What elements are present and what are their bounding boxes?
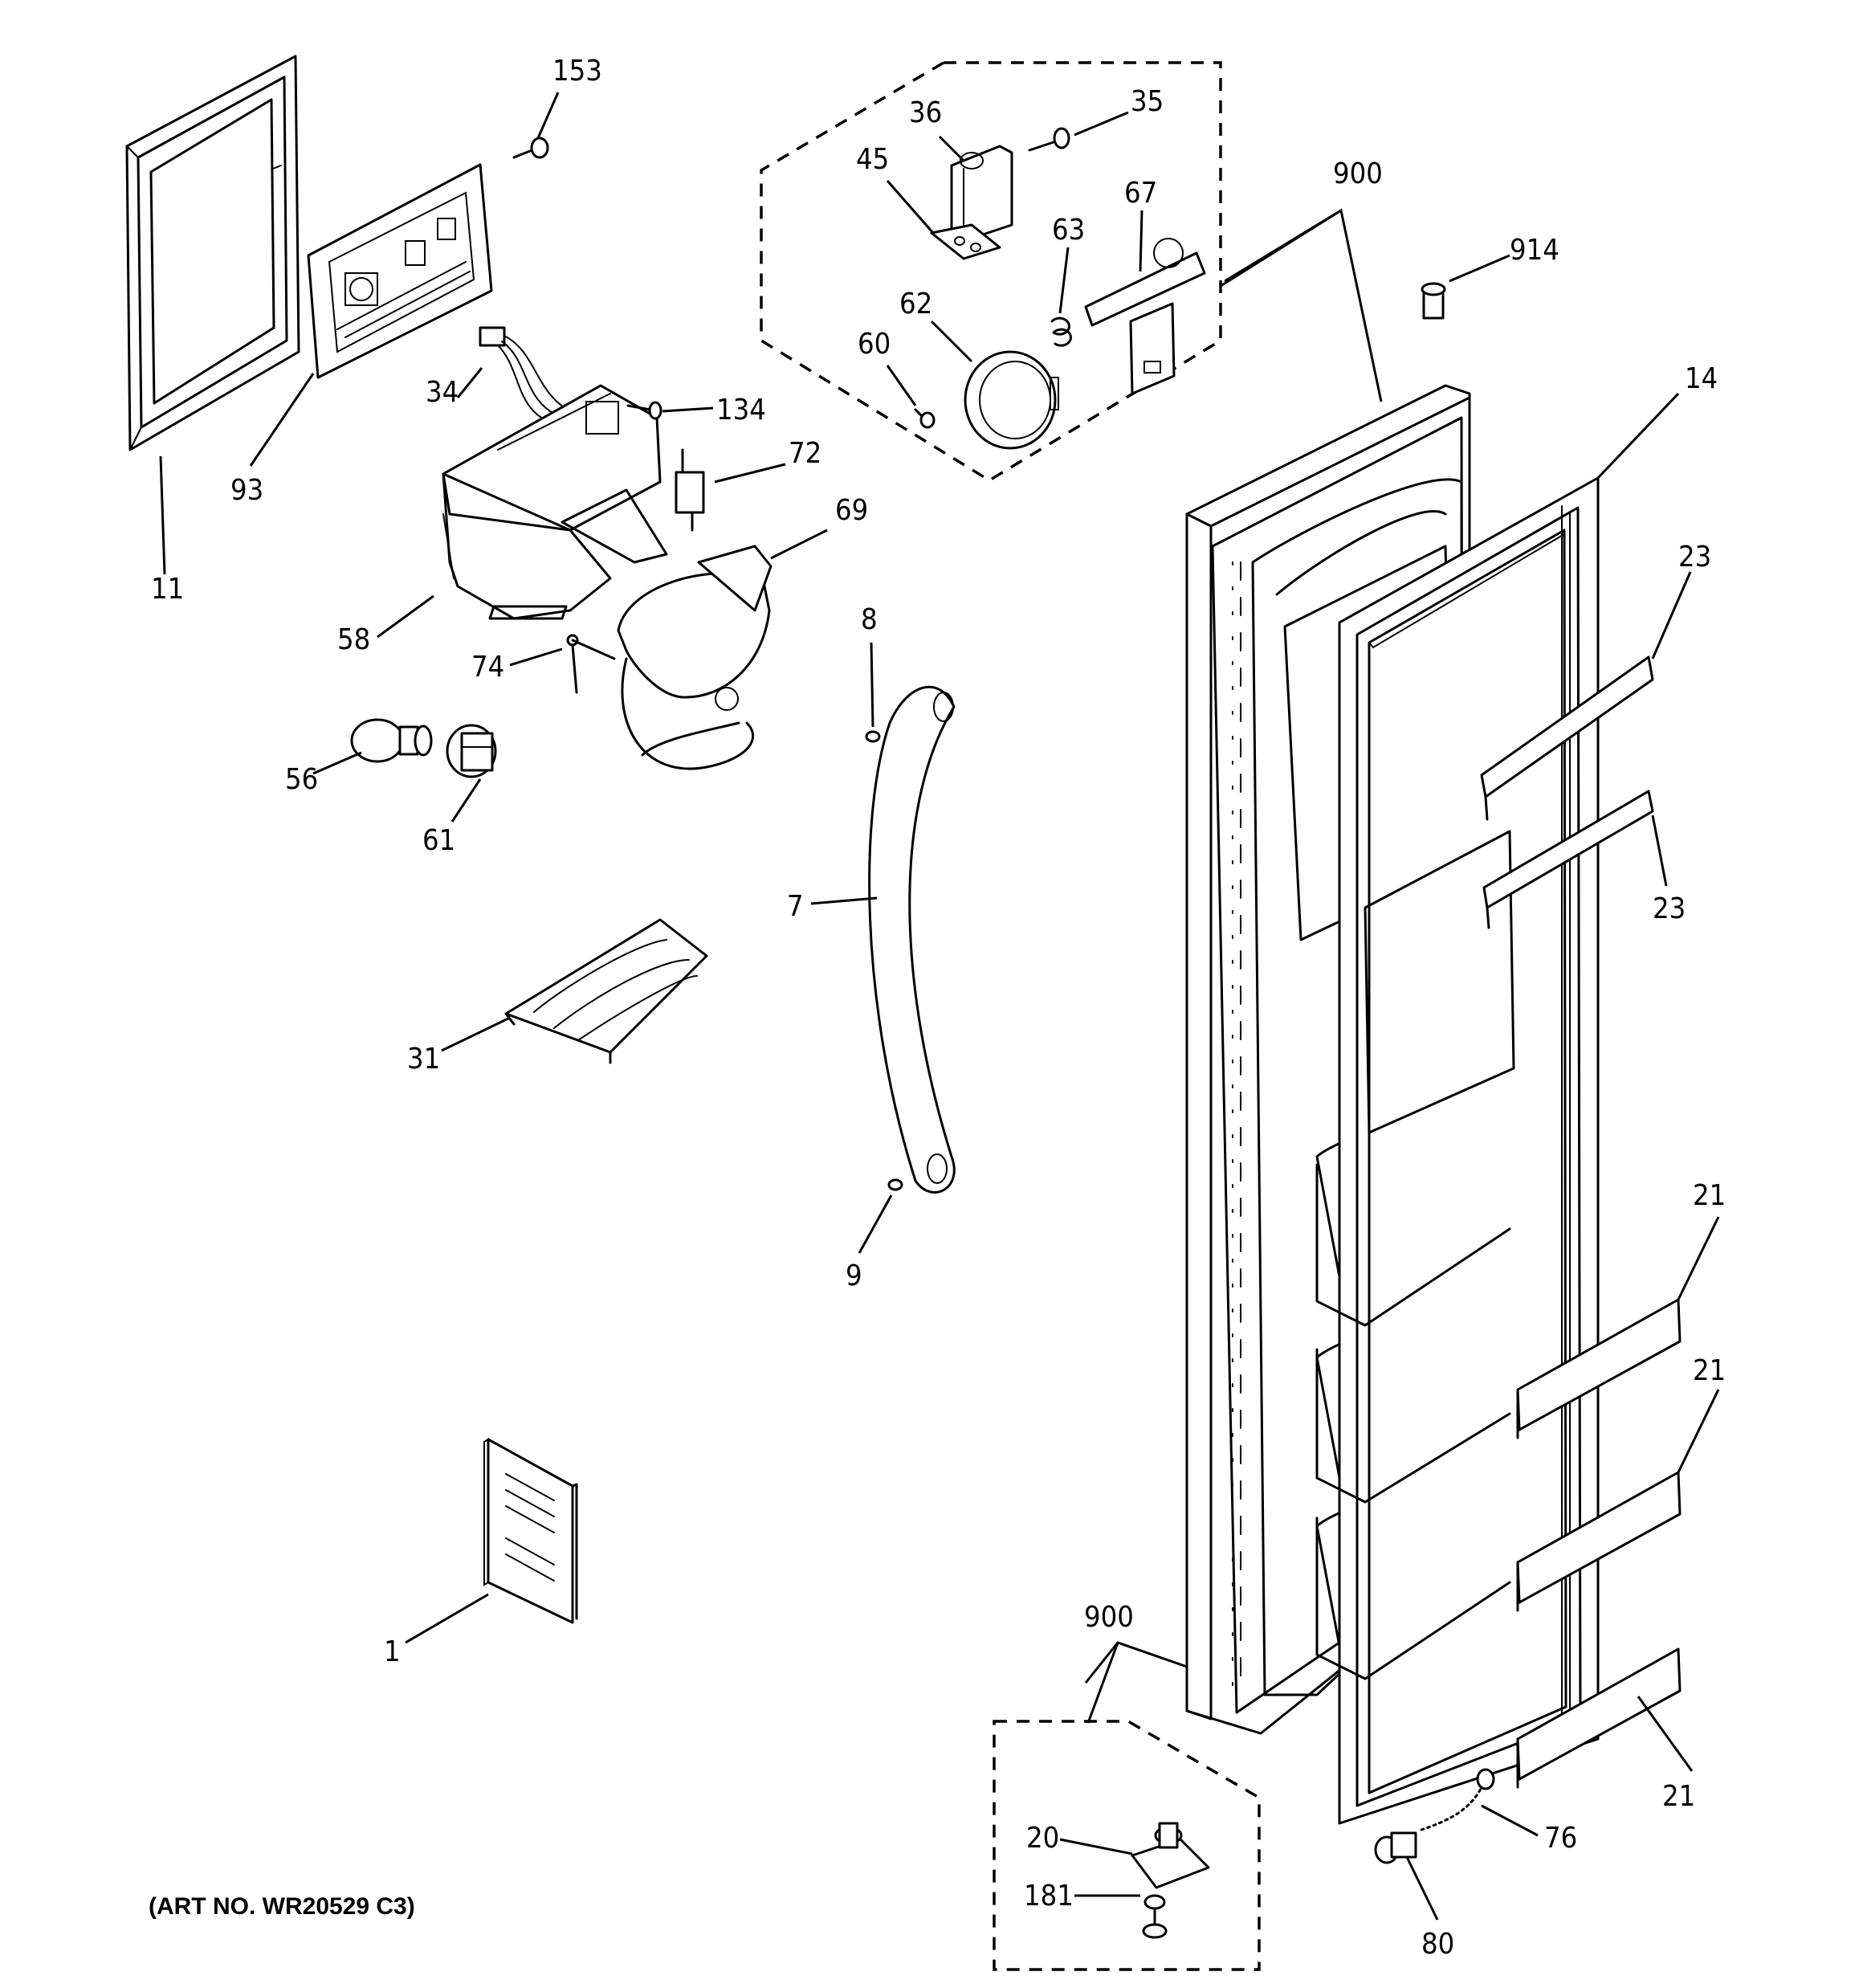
callout-45: 45 <box>856 143 889 176</box>
dispenser-frame-part <box>125 55 300 451</box>
shelf-rail-21-b <box>1516 1471 1682 1612</box>
dispenser-housing-part <box>442 384 668 620</box>
callout-58: 58 <box>337 623 370 656</box>
arm-67-part <box>1084 238 1206 395</box>
callout-labels: 153 36 35 45 67 63 900 914 62 60 34 134 … <box>151 55 1726 1961</box>
upper-kit-dashed-boundary <box>760 61 1222 483</box>
door-handle-part <box>868 685 956 1194</box>
control-board-part <box>307 163 493 379</box>
callout-134: 134 <box>716 394 766 427</box>
screw-181-part <box>1142 1894 1168 1939</box>
callout-60: 60 <box>858 328 891 361</box>
callout-74: 74 <box>471 651 504 684</box>
callout-76: 76 <box>1544 1822 1577 1855</box>
callout-181: 181 <box>1024 1880 1074 1912</box>
callout-93: 93 <box>230 474 263 507</box>
callout-21-c: 21 <box>1662 1780 1695 1813</box>
shelf-rail-21-c <box>1516 1647 1682 1789</box>
callout-61: 61 <box>422 824 455 857</box>
shelf-rail-23-top <box>1480 655 1654 821</box>
callout-36: 36 <box>909 96 942 129</box>
screw-153-part <box>512 137 549 159</box>
callout-11: 11 <box>151 573 184 606</box>
callout-31: 31 <box>407 1043 440 1076</box>
callout-62: 62 <box>899 288 932 320</box>
callout-14: 14 <box>1685 362 1718 395</box>
fitting-80-part <box>1374 1831 1417 1864</box>
callout-900-top: 900 <box>1333 157 1383 190</box>
drip-tray-part <box>504 918 708 1064</box>
callout-21-a: 21 <box>1693 1179 1726 1212</box>
shelf-rail-21-a <box>1516 1298 1682 1439</box>
callout-8: 8 <box>861 603 878 636</box>
callout-72: 72 <box>789 437 821 470</box>
callout-7: 7 <box>787 890 804 923</box>
switch-part <box>675 448 705 532</box>
bracket-45-part <box>930 223 1001 260</box>
callout-23-top: 23 <box>1678 541 1711 574</box>
door-edge-dots <box>1232 561 1241 1688</box>
screw-8-part <box>865 730 881 743</box>
screw-9-part <box>887 1178 903 1191</box>
callout-153: 153 <box>552 55 602 88</box>
screw-60-part <box>914 408 936 429</box>
door-62-part <box>964 350 1059 450</box>
callout-69: 69 <box>835 494 868 527</box>
coupling-61-part <box>446 724 497 778</box>
screw-35-part <box>1028 127 1070 152</box>
leader-lines <box>159 92 1720 1921</box>
cap-914-part <box>1421 282 1446 320</box>
screw-134-part <box>626 401 662 420</box>
callout-35: 35 <box>1131 85 1164 118</box>
spring-74-part <box>566 634 616 694</box>
callout-9: 9 <box>846 1259 862 1292</box>
water-tube-76-part <box>1420 1768 1495 1831</box>
lower-kit-dashed-boundary <box>993 1720 1261 1971</box>
callout-20: 20 <box>1026 1822 1059 1855</box>
hinge-20-part <box>1131 1822 1210 1889</box>
callout-23-mid: 23 <box>1653 892 1686 925</box>
callout-21-b: 21 <box>1693 1354 1726 1387</box>
shelf-rail-23-mid <box>1482 790 1654 929</box>
owner-manual-part <box>483 1438 578 1624</box>
callout-80: 80 <box>1421 1928 1454 1961</box>
callout-914: 914 <box>1510 234 1559 267</box>
callout-67: 67 <box>1124 177 1157 210</box>
callout-56: 56 <box>285 763 318 796</box>
actuator-56-part <box>350 718 433 763</box>
callout-63: 63 <box>1052 214 1085 247</box>
spring-63-part <box>1050 316 1072 347</box>
callout-34: 34 <box>426 376 459 409</box>
ice-chute-part <box>617 545 773 770</box>
door-gasket-part <box>1315 476 1600 1825</box>
art-number: (ART NO. WR20529 C3) <box>149 1893 415 1920</box>
callout-1: 1 <box>384 1635 401 1668</box>
callout-900-bottom: 900 <box>1084 1601 1134 1634</box>
